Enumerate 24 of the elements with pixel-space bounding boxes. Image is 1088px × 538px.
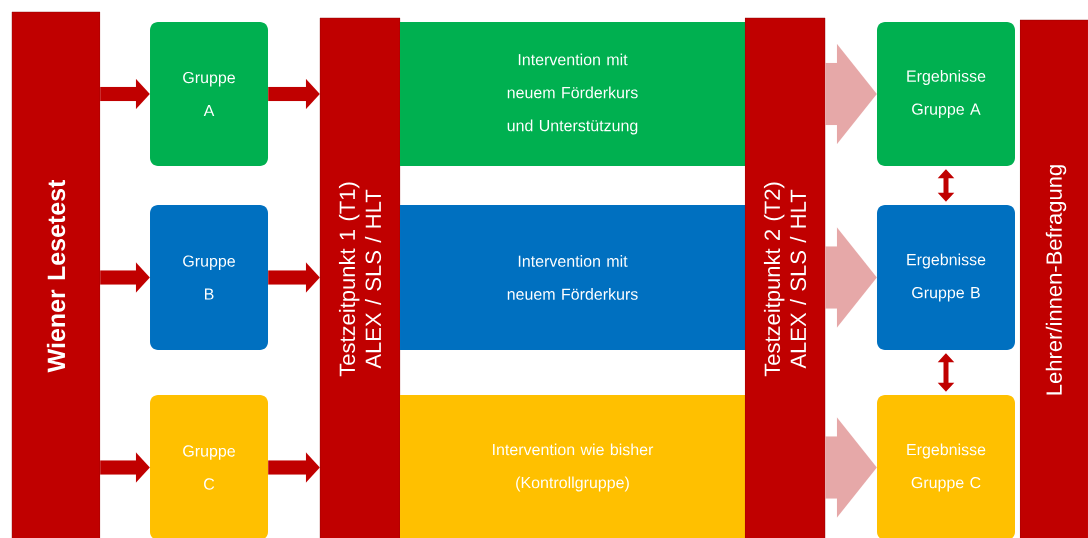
block-arrow (825, 43, 877, 145)
group-box: Gruppe A (150, 22, 268, 166)
test-bar: Testzeitpunkt 1 (T1) ALEX / SLS / HLT (319, 17, 401, 538)
survey-bar: Lehrer/innen-Befragung (1019, 19, 1088, 538)
block-arrow (100, 78, 150, 110)
result-box: Ergebnisse Gruppe B (877, 205, 1015, 350)
intervention-band: Intervention mit neuem Förderkurs und Unterstützung (400, 22, 745, 166)
result-box: Ergebnisse Gruppe C (877, 395, 1015, 538)
test-bar: Testzeitpunkt 2 (T2) ALEX / SLS / HLT (744, 17, 826, 538)
result-box: Ergebnisse Gruppe A (877, 22, 1015, 166)
block-arrow (268, 262, 320, 293)
block-arrow (100, 262, 150, 293)
group-box: Gruppe B (150, 205, 268, 350)
intervention-band: Intervention mit neuem Förderkurs (400, 205, 745, 350)
block-arrow (268, 452, 320, 483)
block-arrow (825, 417, 877, 518)
intervention-band: Intervention wie bisher (Kontrollgruppe) (400, 395, 745, 538)
group-box: Gruppe C (150, 395, 268, 538)
block-arrow (268, 78, 320, 110)
block-arrow (100, 452, 150, 483)
double-arrow (937, 353, 955, 392)
double-arrow (937, 169, 955, 202)
block-arrow (825, 227, 877, 328)
test-bar: Wiener Lesetest (11, 11, 101, 538)
